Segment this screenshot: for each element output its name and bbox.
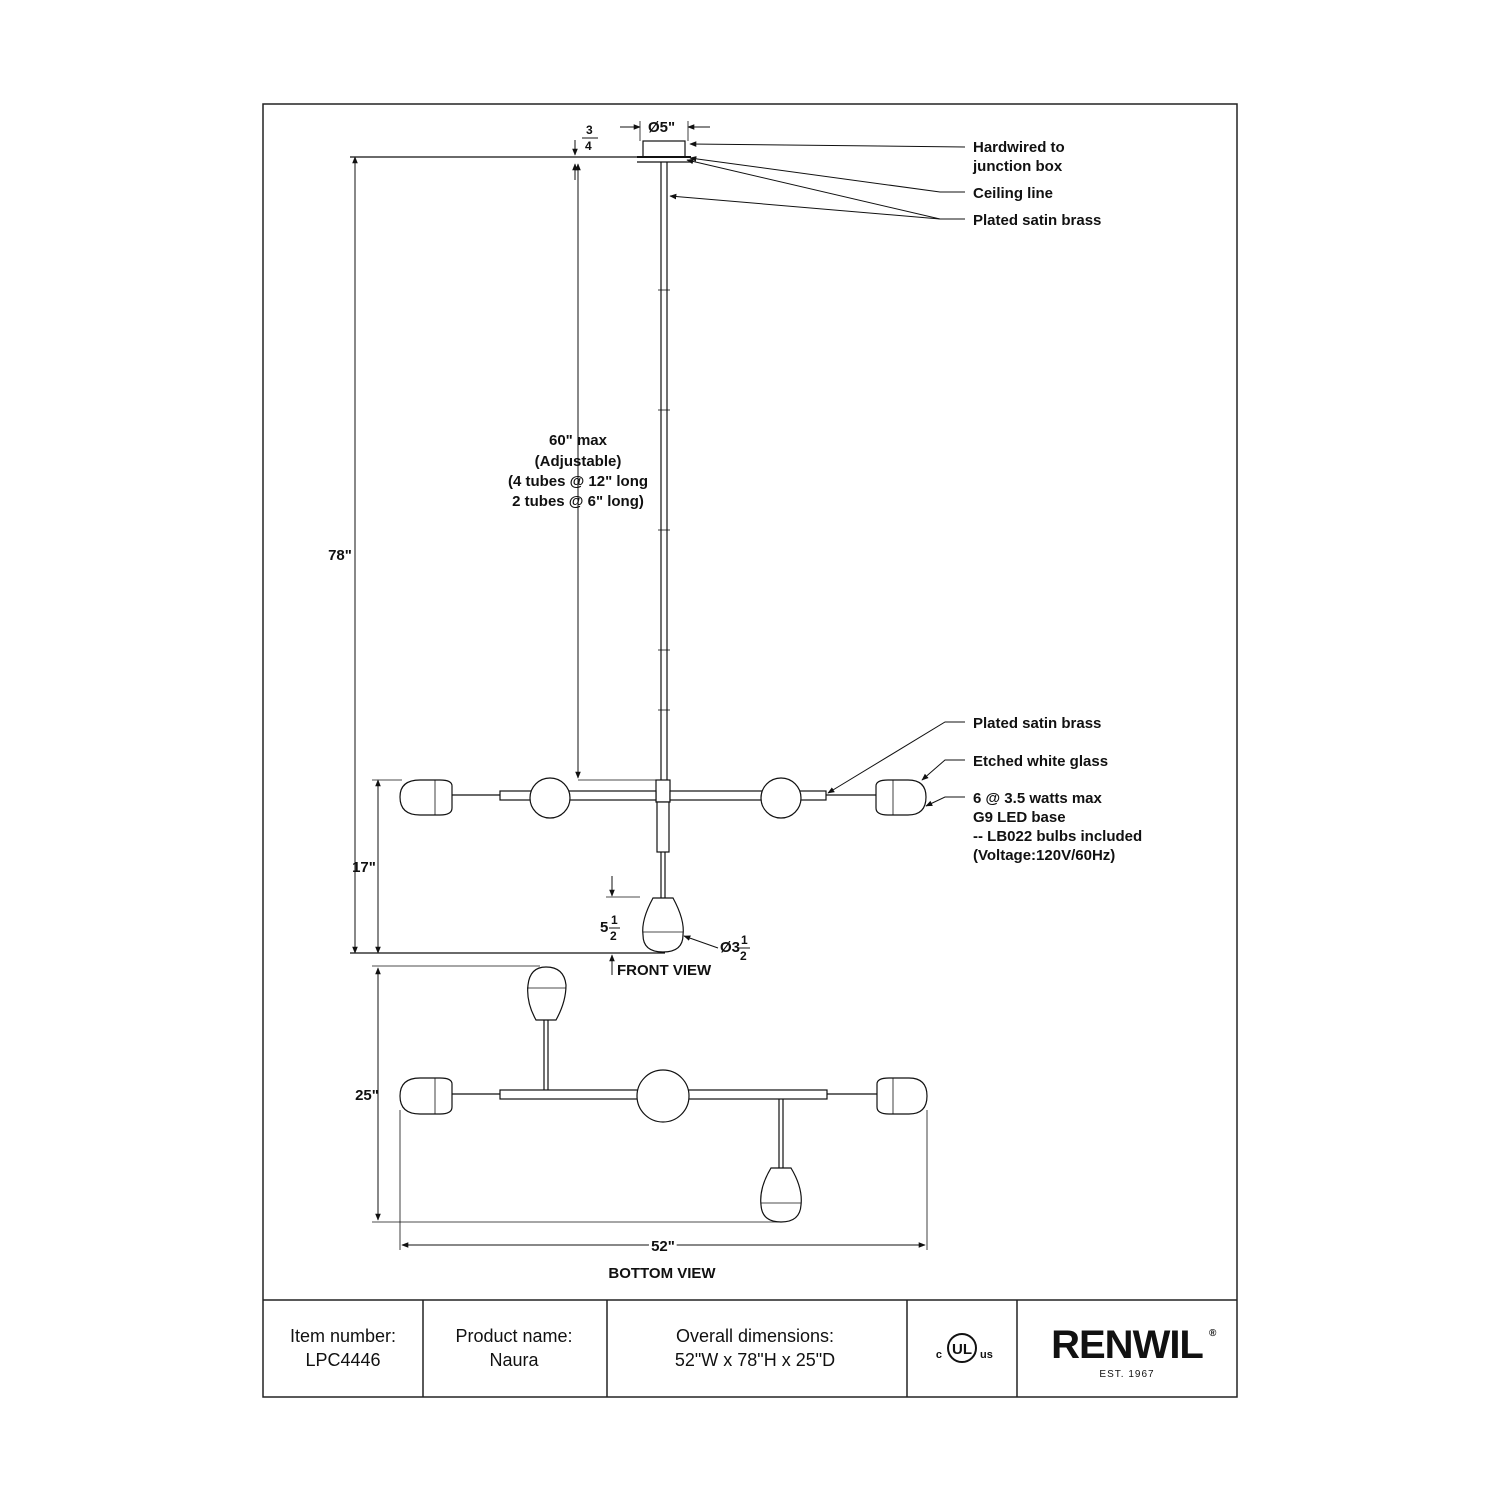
dim-shade-height-whole: 5 bbox=[600, 919, 608, 936]
dim-stem-line-3: (4 tubes @ 12" long bbox=[508, 473, 648, 490]
dim-width: 52" bbox=[651, 1238, 675, 1255]
bottom-shade-left bbox=[399, 1077, 453, 1115]
dim-canopy-diameter: Ø5" bbox=[648, 119, 675, 136]
product-name-value: Naura bbox=[489, 1350, 539, 1370]
dim-shade-diameter-whole: Ø3 bbox=[720, 939, 740, 956]
bottom-shade-lower bbox=[760, 1167, 802, 1223]
dim-body-height: 17" bbox=[352, 859, 376, 876]
sheet-border bbox=[262, 103, 1238, 1398]
dim-canopy-height-num: 3 bbox=[586, 123, 593, 137]
front-view-caption: FRONT VIEW bbox=[617, 962, 712, 979]
arm-left bbox=[499, 790, 657, 801]
callout-hardwired: Hardwired to bbox=[973, 139, 1065, 156]
bottom-view-caption: BOTTOM VIEW bbox=[608, 1265, 716, 1282]
callout-spec-watts: 6 @ 3.5 watts max bbox=[973, 790, 1103, 807]
svg-text:UL: UL bbox=[952, 1341, 972, 1358]
item-number-value: LPC4446 bbox=[305, 1350, 380, 1370]
callout-plated-arm: Plated satin brass bbox=[973, 715, 1101, 732]
item-number-label: Item number: bbox=[290, 1326, 396, 1346]
front-view-dimensions bbox=[352, 121, 719, 975]
svg-text:®: ® bbox=[1209, 1328, 1217, 1339]
callout-junction-box: junction box bbox=[972, 158, 1063, 175]
callout-spec-bulbs: -- LB022 bulbs included bbox=[973, 828, 1142, 845]
callout-glass: Etched white glass bbox=[973, 753, 1108, 770]
product-name-label: Product name: bbox=[455, 1326, 572, 1346]
dim-stem-line-1: 60" max bbox=[549, 432, 608, 449]
bottom-shade-top bbox=[527, 966, 567, 1021]
globe-right bbox=[760, 777, 802, 819]
overall-dimensions-label: Overall dimensions: bbox=[676, 1326, 834, 1346]
hub bbox=[655, 779, 671, 803]
ul-certification-mark: UL c us bbox=[936, 1333, 993, 1363]
bottom-shade-right bbox=[876, 1077, 928, 1115]
globe-left bbox=[529, 777, 571, 819]
dim-shade-diameter-num: 1 bbox=[741, 933, 748, 947]
renwil-logo: RENWIL ® EST. 1967 bbox=[1051, 1323, 1217, 1380]
callout-spec-base: G9 LED base bbox=[973, 809, 1066, 826]
dim-stem-line-2: (Adjustable) bbox=[535, 453, 622, 470]
dim-canopy-height-den: 4 bbox=[585, 139, 592, 153]
callout-spec-voltage: (Voltage:120V/60Hz) bbox=[973, 847, 1115, 864]
callout-plated-top: Plated satin brass bbox=[973, 212, 1101, 229]
dim-shade-diameter-den: 2 bbox=[740, 949, 747, 963]
svg-text:us: us bbox=[980, 1349, 993, 1361]
svg-text:c: c bbox=[936, 1349, 942, 1361]
overall-dimensions-value: 52"W x 78"H x 25"D bbox=[675, 1350, 835, 1370]
callout-ceiling-line: Ceiling line bbox=[973, 185, 1053, 202]
svg-text:EST. 1967: EST. 1967 bbox=[1099, 1369, 1154, 1380]
canopy bbox=[642, 140, 686, 158]
shade-bottom bbox=[642, 897, 684, 953]
shade-left bbox=[399, 779, 453, 816]
front-view-drawing bbox=[350, 140, 927, 954]
dim-shade-height-den: 2 bbox=[610, 929, 617, 943]
arm-right bbox=[669, 790, 827, 801]
bottom-view-dimensions bbox=[372, 965, 928, 1250]
bottom-view-drawing bbox=[399, 966, 928, 1223]
dim-overall-height: 78" bbox=[328, 547, 352, 564]
callout-leaders bbox=[669, 141, 966, 807]
dim-stem-line-4: 2 tubes @ 6" long) bbox=[512, 493, 644, 510]
svg-text:RENWIL: RENWIL bbox=[1051, 1323, 1203, 1367]
dim-depth: 25" bbox=[355, 1087, 379, 1104]
shade-right bbox=[875, 779, 927, 816]
bottom-center-globe bbox=[636, 1069, 690, 1123]
title-block-dividers bbox=[422, 1300, 1018, 1397]
dim-shade-height-num: 1 bbox=[611, 913, 618, 927]
